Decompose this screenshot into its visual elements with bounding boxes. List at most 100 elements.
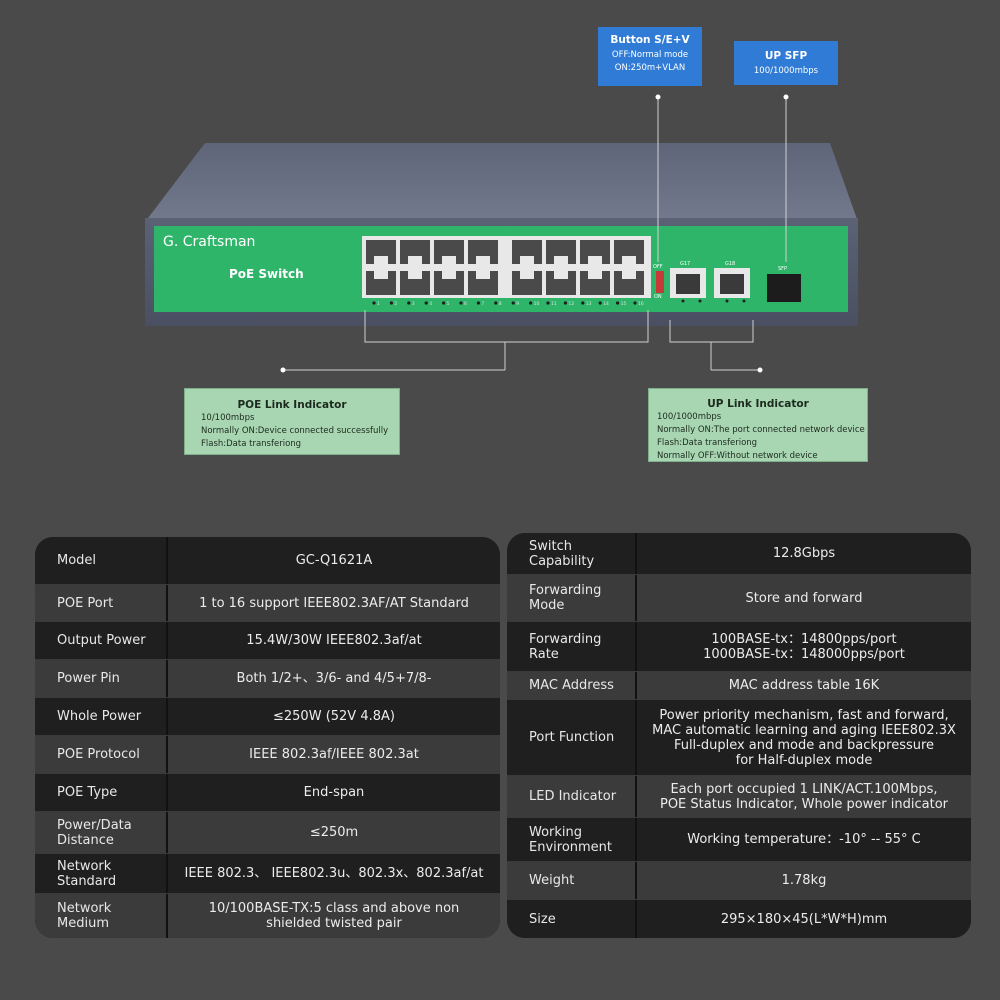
port-number-1: 1 <box>377 301 380 307</box>
spec-value: ≤250m <box>168 812 500 853</box>
spec-label: Network Standard <box>35 854 168 893</box>
poe-led-2 <box>389 301 393 305</box>
spec-label: Power/Data Distance <box>35 812 168 853</box>
spec-label: MAC Address <box>507 672 637 699</box>
poe-led-12 <box>563 301 568 305</box>
spec-label: Port Function <box>507 700 637 775</box>
callout-dip-line-1: OFF:Normal mode <box>611 50 689 60</box>
spec-value: ≤250W (52V 4.8A) <box>168 698 500 735</box>
port-number-7: 7 <box>481 301 484 307</box>
rj45-port-clip <box>622 256 636 264</box>
spec-value: Each port occupied 1 LINK/ACT.100Mbps, P… <box>637 776 971 817</box>
spec-value: 1 to 16 support IEEE802.3AF/AT Standard <box>168 585 500 621</box>
poe-led-16 <box>633 301 637 305</box>
poe-led-10 <box>529 301 533 305</box>
spec-label: POE Protocol <box>35 736 168 773</box>
port-number-3: 3 <box>412 301 415 307</box>
poe-led-9 <box>511 301 515 305</box>
port-number-11: 11 <box>551 301 557 307</box>
poe-led-1 <box>372 301 376 305</box>
callout-dip-button: Button S/E+V OFF:Normal mode ON:250m+VLA… <box>598 27 702 86</box>
port-number-8: 8 <box>499 301 502 307</box>
spec-value: 295×180×45(L*W*H)mm <box>637 900 971 938</box>
spec-value: End-span <box>168 774 500 811</box>
callout-up-link: UP Link Indicator 100/1000mbps Normally … <box>648 388 868 462</box>
port-number-2: 2 <box>394 301 397 307</box>
spec-label: Network Medium <box>35 894 168 938</box>
g18-label: G18 <box>725 261 735 267</box>
spec-label: POE Type <box>35 774 168 811</box>
spec-row: Whole Power≤250W (52V 4.8A) <box>35 698 500 736</box>
spec-label: Model <box>35 537 168 584</box>
spec-value: Working temperature：-10° -- 55° C <box>637 818 971 861</box>
spec-row: Power/Data Distance≤250m <box>35 812 500 854</box>
callout-poe-line-2: Normally ON:Device connected successfull… <box>201 426 389 436</box>
spec-label: Power Pin <box>35 660 168 697</box>
rj45-port-clip <box>442 256 456 264</box>
poe-led-3 <box>407 301 411 305</box>
poe-led-4 <box>424 301 428 305</box>
poe-led-11 <box>546 301 550 305</box>
spec-value: 100BASE-tx：14800pps/port 1000BASE-tx：148… <box>637 622 971 671</box>
g17-label: G17 <box>680 261 690 267</box>
rj45-port-clip <box>588 256 602 264</box>
rj45-port-clip <box>374 256 388 264</box>
callout-poe-link: POE Link Indicator 10/100mbps Normally O… <box>184 388 400 455</box>
rj45-port-clip <box>588 271 602 279</box>
poe-ports-group <box>366 240 644 295</box>
callout-up-title: UP Link Indicator <box>707 398 809 410</box>
spec-value: Both 1/2+、3/6- and 4/5+7/8- <box>168 660 500 697</box>
callout-up-line-2: Normally ON:The port connected network d… <box>657 425 865 435</box>
product-label: PoE Switch <box>229 267 304 281</box>
poe-led-7 <box>476 301 480 305</box>
spec-value: 12.8Gbps <box>637 533 971 574</box>
callout-poe-line-3: Flash:Data transferiong <box>201 439 302 449</box>
rj45-port-clip <box>374 271 388 279</box>
poe-led-14 <box>598 301 602 305</box>
spec-label: Output Power <box>35 622 168 659</box>
rj45-port-clip <box>408 256 422 264</box>
port-number-14: 14 <box>603 301 609 307</box>
spec-value: 15.4W/30W IEEE802.3af/at <box>168 622 500 659</box>
spec-value: IEEE 802.3、 IEEE802.3u、802.3x、802.3af/at <box>168 854 500 893</box>
callout-up-line-4: Normally OFF:Without network device <box>657 451 818 461</box>
spec-label: Forwarding Rate <box>507 622 637 671</box>
spec-label: Weight <box>507 862 637 899</box>
rj45-port-clip <box>520 256 534 264</box>
spec-label: Forwarding Mode <box>507 575 637 621</box>
poe-led-5 <box>442 301 446 305</box>
dip-label-on: ON <box>654 294 662 300</box>
rj45-port-clip <box>408 271 422 279</box>
port-number-15: 15 <box>621 301 627 307</box>
spec-value: IEEE 802.3af/IEEE 802.3at <box>168 736 500 773</box>
spec-label: LED Indicator <box>507 776 637 817</box>
brand-logo: G. Craftsman <box>163 234 255 250</box>
spec-value: MAC address table 16K <box>637 672 971 699</box>
sfp-port <box>767 274 801 302</box>
callout-up-line-1: 100/1000mbps <box>657 412 722 422</box>
dip-label-off: OFF <box>653 264 663 270</box>
callout-sfp-title: UP SFP <box>764 50 808 62</box>
callout-lines <box>280 94 789 373</box>
callout-sfp-line-1: 100/1000mbps <box>753 66 819 76</box>
spec-value: Power priority mechanism, fast and forwa… <box>637 700 971 775</box>
callout-poe-line-1: 10/100mbps <box>201 413 255 423</box>
spec-value: Store and forward <box>637 575 971 621</box>
poe-led-15 <box>616 301 620 305</box>
